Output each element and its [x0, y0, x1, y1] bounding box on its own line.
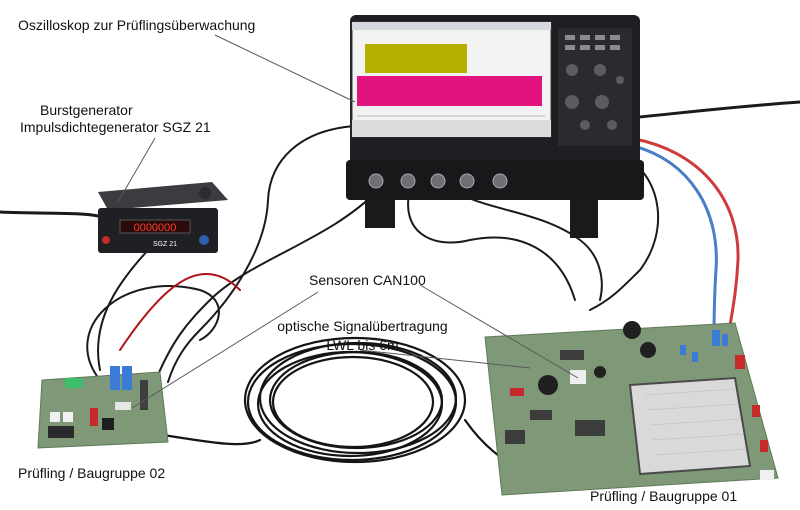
can100-sensor — [570, 370, 586, 384]
pointer-lines — [117, 34, 579, 409]
cables — [0, 100, 800, 476]
red-probe-wire — [119, 272, 241, 351]
burst-cable-loop — [86, 285, 220, 381]
dut01-lcd — [628, 376, 752, 476]
dut02-board — [37, 366, 169, 449]
label-dut02: Prüfling / Baugruppe 02 — [18, 465, 166, 481]
probe-cable-1 — [167, 125, 356, 383]
burst-display — [119, 219, 191, 234]
burst-red-jack — [102, 236, 110, 244]
power-cable-burst — [0, 210, 100, 218]
label-oscilloscope: Oszilloskop zur Prüflingsüberwachung — [18, 17, 256, 33]
burst-generator: 0000000 SGZ 21 — [98, 182, 228, 253]
scope-inputs — [368, 173, 508, 189]
scope-trace-yellow — [365, 44, 467, 73]
probe-cable-5 — [589, 159, 660, 311]
scope-trace-magenta — [357, 76, 542, 106]
optical-fiber-coil — [243, 336, 467, 464]
label-impulse-density-generator: Impulsdichtegenerator SGZ 21 — [20, 119, 211, 135]
scope-controls — [558, 28, 632, 146]
burst-cable-left — [97, 247, 151, 371]
label-optical-transmission: optische Signalübertragung — [277, 318, 448, 334]
probe-cable-3 — [407, 189, 576, 301]
label-dut01: Prüfling / Baugruppe 01 — [590, 488, 738, 504]
burst-blue-jack — [199, 235, 209, 245]
label-burst-generator: Burstgenerator — [40, 102, 133, 118]
burst-display-readout: 0000000 — [134, 222, 177, 234]
blue-test-lead — [628, 143, 718, 342]
burst-model-label: SGZ 21 — [153, 241, 177, 248]
power-cable-scope — [628, 100, 800, 120]
label-sensors: Sensoren CAN100 — [309, 272, 426, 288]
probe-cable-2 — [149, 189, 379, 396]
label-fiber-length: LWL bis 6m — [326, 337, 399, 353]
dut01-board — [484, 321, 779, 496]
oscilloscope — [346, 15, 644, 238]
red-test-lead — [628, 136, 740, 342]
burst-knob — [199, 187, 211, 199]
